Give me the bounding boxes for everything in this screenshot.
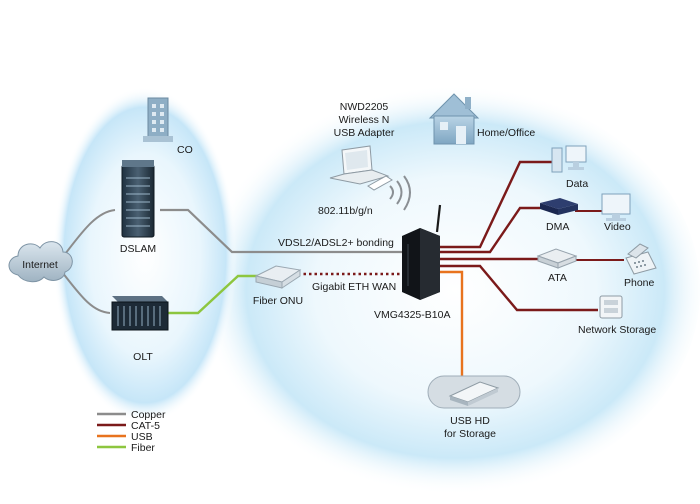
video-monitor-icon: [601, 193, 631, 221]
home-office-zone: [190, 85, 700, 495]
home-office-label: Home/Office: [477, 127, 535, 139]
data-label: Data: [566, 178, 588, 190]
legend-label-usb: USB: [131, 431, 153, 443]
adapter-label-line-3: USB Adapter: [334, 127, 395, 139]
usb-hd-label-line-1: USB HD: [450, 415, 490, 427]
network-storage-icon: [599, 295, 623, 319]
copper-link-dslam-router: [160, 208, 402, 254]
legend-label-fiber: Fiber: [131, 442, 155, 454]
phone-label: Phone: [624, 277, 655, 289]
cat5-link-storage: [438, 264, 598, 312]
laptop-icon: [329, 145, 390, 185]
cat5-link-dma: [438, 206, 540, 254]
co-building-icon: [143, 97, 173, 142]
dma-label: DMA: [546, 221, 569, 233]
legend: Copper CAT-5 USB Fiber: [97, 409, 166, 454]
olt-label: OLT: [133, 351, 153, 363]
data-pc-icon: [551, 145, 587, 173]
network-storage-label: Network Storage: [578, 324, 656, 336]
dma-media-player-icon: [540, 198, 578, 215]
central-office-zone: [53, 87, 237, 423]
legend-label-copper: Copper: [131, 409, 166, 421]
adapter-label-line-1: NWD2205: [340, 101, 389, 113]
gigabit-wan-label: Gigabit ETH WAN: [312, 281, 396, 293]
router-label: VMG4325-B10A: [374, 309, 450, 321]
phone-icon: [625, 243, 657, 275]
fiber-onu-device-icon: [254, 265, 302, 289]
copper-link-internet-dslam: [61, 209, 116, 259]
home-office-house-icon: [428, 93, 480, 145]
ata-label: ATA: [548, 272, 567, 284]
dslam-label: DSLAM: [120, 243, 156, 255]
vdsl-link-label: VDSL2/ADSL2+ bonding: [278, 237, 394, 249]
internet-label: Internet: [22, 259, 58, 271]
olt-chassis-icon: [111, 296, 169, 331]
wifi-standard-label: 802.11b/g/n: [318, 205, 373, 217]
ata-adapter-icon: [536, 248, 578, 269]
cat5-link-data: [438, 160, 552, 249]
router-device-icon: [402, 204, 442, 300]
wifi-signal-icon: [389, 175, 411, 211]
usb-adapter-icon: [367, 175, 393, 191]
dslam-rack-icon: [121, 160, 155, 238]
usb-link-storage: [438, 270, 464, 378]
fiber-onu-label: Fiber ONU: [253, 295, 303, 307]
adapter-label-line-2: Wireless N: [339, 114, 390, 126]
video-label: Video: [604, 221, 631, 233]
legend-label-cat5: CAT-5: [131, 420, 160, 432]
links: [61, 160, 624, 378]
co-label: CO: [177, 144, 193, 156]
usb-hd-label-line-2: for Storage: [444, 428, 496, 440]
usb-hd-icon: [427, 375, 521, 409]
fiber-link-olt-onu: [168, 274, 258, 315]
internet-cloud-icon: [8, 241, 73, 283]
fiber-link-internet-olt: [61, 271, 111, 314]
